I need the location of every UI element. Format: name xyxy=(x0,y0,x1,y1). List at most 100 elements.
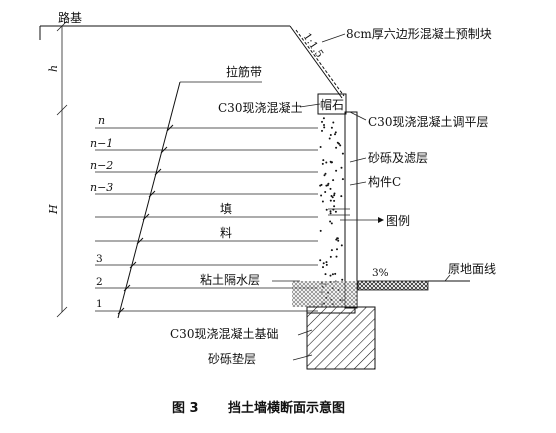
dim-tick-top xyxy=(56,20,68,32)
layer-label-n: n xyxy=(98,114,105,127)
gravel-dot xyxy=(330,249,333,252)
gravel-dot xyxy=(321,129,323,132)
facing-wall xyxy=(344,111,358,309)
gravel-dot xyxy=(324,172,327,175)
gravel-dot xyxy=(323,124,325,126)
foundation xyxy=(306,306,376,370)
caption-number: 图 3 xyxy=(172,401,199,416)
gravel-dot xyxy=(329,220,332,223)
gravel-dot xyxy=(325,184,328,187)
gravel-dot xyxy=(329,212,332,215)
gravel-dot xyxy=(325,261,328,264)
leader-c30-cast xyxy=(299,103,321,108)
ground-leader xyxy=(444,274,451,282)
gravel-dot xyxy=(321,120,323,123)
gravel-dot xyxy=(340,195,343,198)
reinforcement-layers xyxy=(95,127,318,312)
gravel-dot xyxy=(341,278,344,281)
gravel-dot xyxy=(329,210,332,213)
reinforcement-boundary xyxy=(117,81,181,319)
boundary-ticks xyxy=(117,124,174,315)
leader-hex-block xyxy=(321,33,346,43)
gravel-dot xyxy=(323,174,326,177)
gravel-dot xyxy=(324,191,327,193)
gravel-dot xyxy=(335,146,338,149)
dim-tick-bottom xyxy=(56,306,68,318)
leader-foundation xyxy=(297,329,313,336)
label-hex-block: 8cm厚六边形混凝土预制块 xyxy=(346,26,492,41)
label-roadbed: 路基 xyxy=(58,10,82,25)
gravel-dot xyxy=(330,126,333,129)
tick-n1 xyxy=(160,146,168,154)
gravel-dot xyxy=(340,244,343,247)
gravel-dot xyxy=(319,259,322,262)
gravel-dot xyxy=(334,133,336,136)
gravel-dot xyxy=(336,237,339,240)
gravel-dot xyxy=(334,131,337,134)
gravel-dot xyxy=(323,126,326,129)
gravel-dot xyxy=(321,200,324,203)
tick-1 xyxy=(117,307,125,315)
road-surface-line xyxy=(39,25,290,40)
gravel-dot xyxy=(340,166,343,169)
tick-2 xyxy=(123,284,131,292)
gravel-dot xyxy=(331,196,334,199)
gravel-dot xyxy=(325,263,328,266)
layer-label-1: 1 xyxy=(96,298,103,310)
hex-block-layer xyxy=(295,29,345,97)
gravel-dot xyxy=(322,117,325,120)
gravel-dot xyxy=(333,194,336,197)
ground-hatch xyxy=(357,280,429,291)
gravel-dot xyxy=(322,262,325,265)
label-c30-leveling: C30现浇混凝土调平层 xyxy=(368,114,488,129)
layer-label-n3: n−3 xyxy=(90,181,113,194)
gravel-dot xyxy=(337,239,340,242)
gravel-dot xyxy=(336,248,338,251)
gravel-filter-zone xyxy=(319,117,344,306)
gravel-dot xyxy=(319,229,322,232)
legend-arrowhead xyxy=(378,217,384,223)
label-legend: 图例 xyxy=(386,214,410,228)
tick-3 xyxy=(129,261,137,269)
leader-c30-leveling xyxy=(349,111,367,121)
label-gravel-cushion: 砂砾垫层 xyxy=(208,351,256,366)
tick-n xyxy=(166,124,174,132)
label-c30-cast: C30现浇混凝土 xyxy=(218,100,302,115)
gravel-dot xyxy=(332,179,335,182)
gravel-dot xyxy=(338,142,340,145)
gravel-dot xyxy=(320,183,323,186)
gravel-dot xyxy=(325,161,328,164)
label-h-dim: h xyxy=(47,65,60,72)
leader-component-c xyxy=(349,181,367,186)
gravel-dot xyxy=(335,255,338,258)
label-clay: 粘土隔水层 xyxy=(200,272,260,287)
gravel-dot xyxy=(341,152,344,155)
leader-cushion xyxy=(292,354,313,361)
label-cap-stone: 帽石 xyxy=(320,97,344,112)
gravel-dot xyxy=(333,199,336,202)
gravel-dot xyxy=(330,222,333,225)
label-ground-line: 原地面线 xyxy=(448,262,496,276)
gravel-dot xyxy=(325,208,328,211)
gravel-dot xyxy=(333,192,336,195)
dim-tick-mid xyxy=(56,104,68,116)
layer-label-2: 2 xyxy=(96,276,103,288)
caption-title: 挡土墙横断面示意图 xyxy=(228,400,345,416)
layer-label-n2: n−2 xyxy=(90,159,113,172)
gravel-dot xyxy=(330,161,333,164)
leader-gravel-filter xyxy=(349,157,367,163)
gravel-dot xyxy=(329,134,332,136)
gravel-dot xyxy=(330,195,333,197)
tick-n2 xyxy=(154,168,162,176)
gravel-dot xyxy=(319,146,322,148)
gravel-dot xyxy=(335,169,338,172)
gravel-dot xyxy=(321,162,324,165)
gravel-dot xyxy=(329,187,332,190)
gravel-dot xyxy=(334,210,337,213)
gravel-dot xyxy=(322,266,324,269)
tick-b xyxy=(136,237,144,245)
gravel-dot xyxy=(324,273,327,276)
gravel-dot xyxy=(333,205,336,208)
